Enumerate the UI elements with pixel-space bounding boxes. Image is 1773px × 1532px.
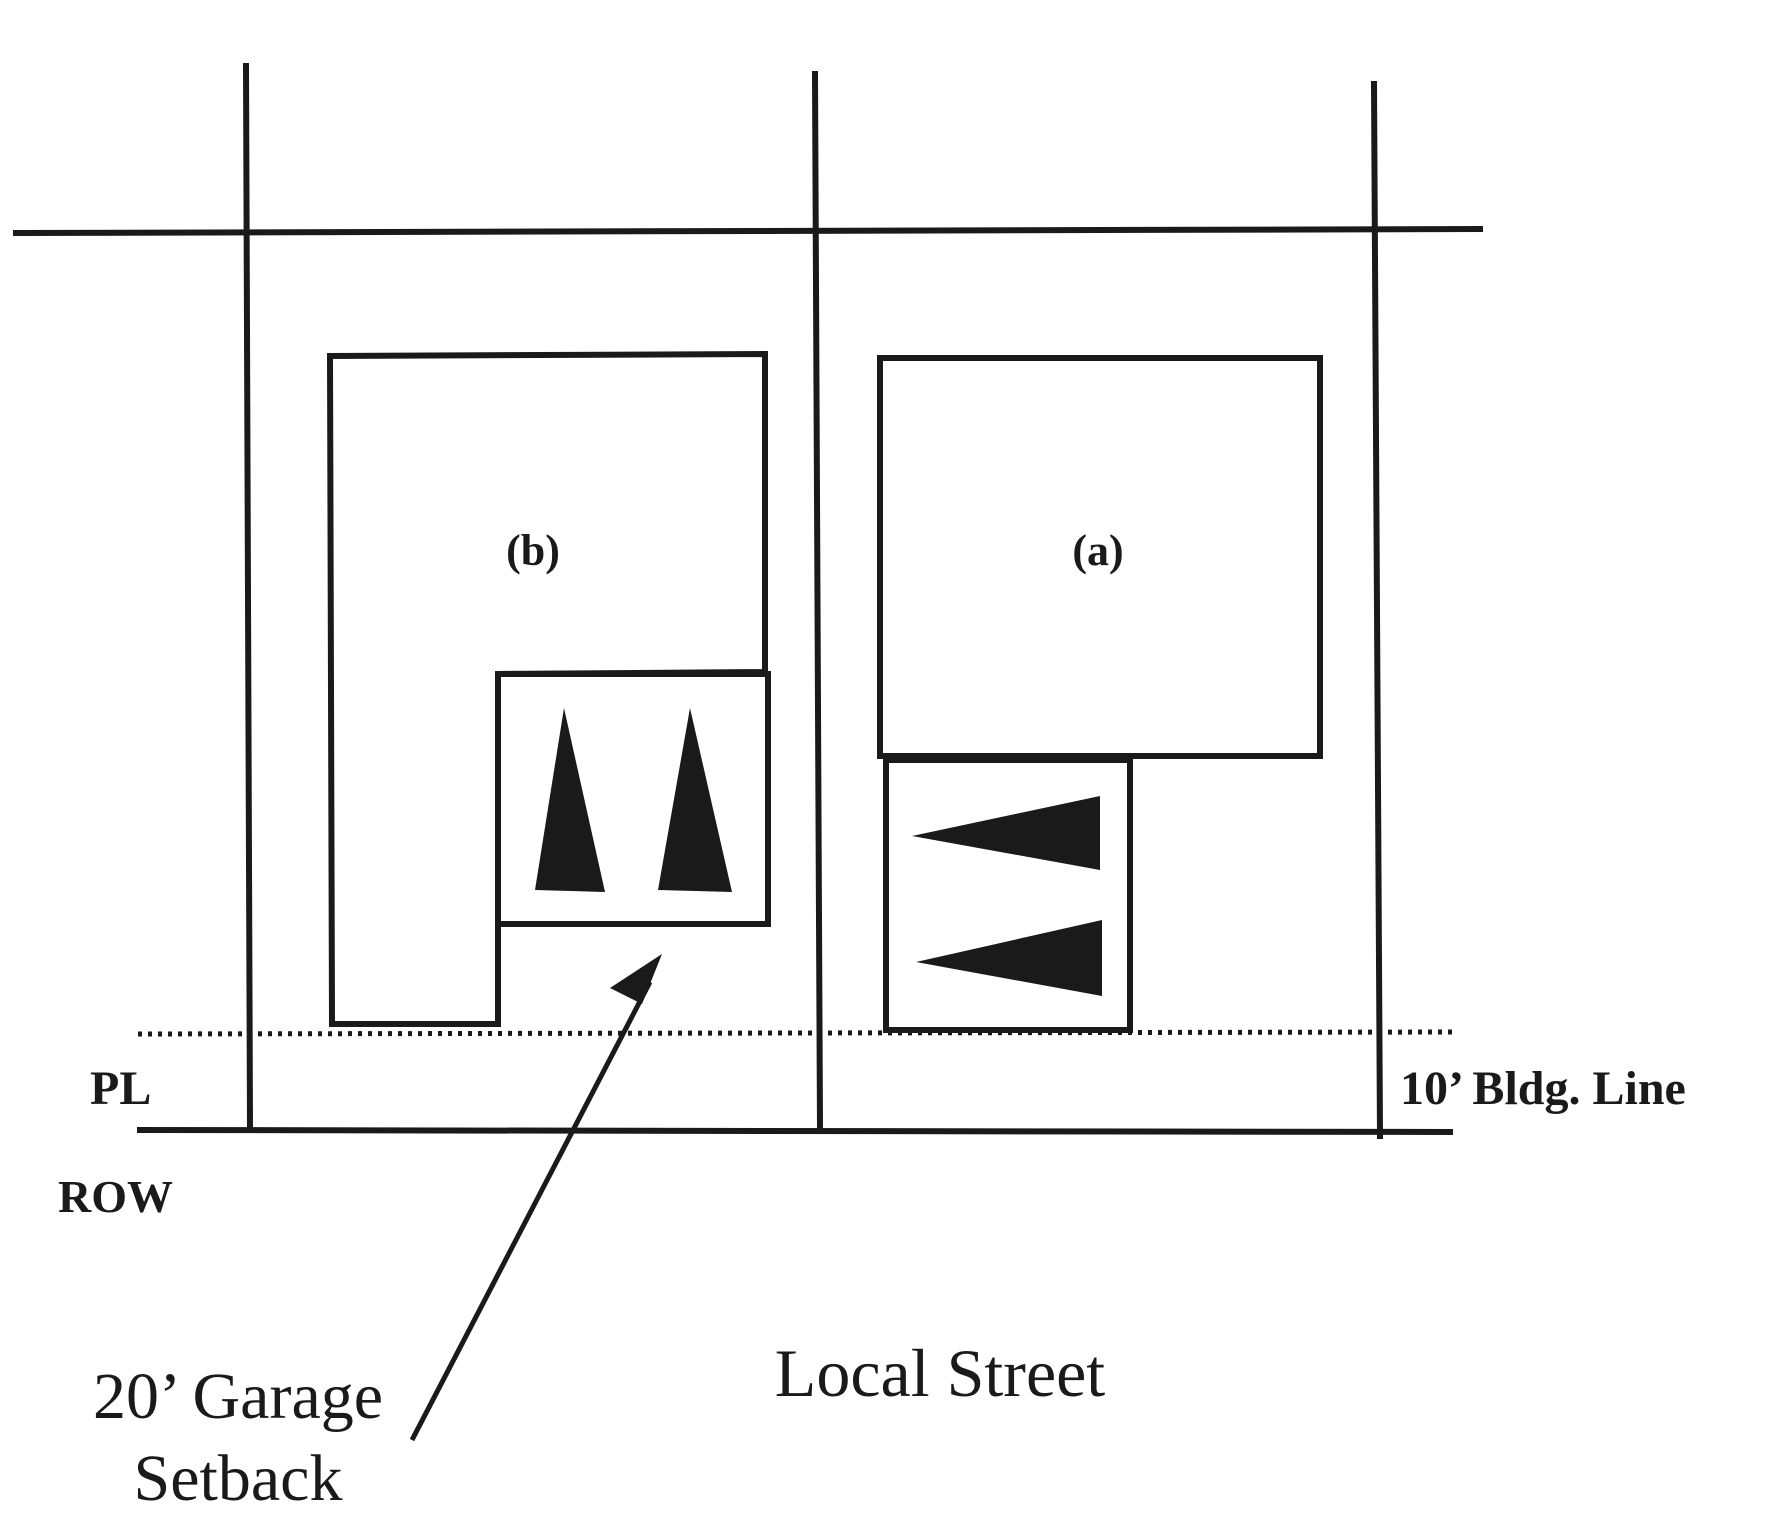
car-a-top-icon <box>912 796 1100 870</box>
lot-line-middle <box>811 70 824 1134</box>
lot-b-label: (b) <box>506 526 560 575</box>
garage-setback-label-line1: 20’ Garage <box>93 1360 383 1433</box>
building-line-label: 10’ Bldg. Line <box>1400 1062 1686 1115</box>
house-a <box>877 355 1323 759</box>
car-b-right-icon <box>658 708 732 892</box>
row-label: ROW <box>58 1171 173 1222</box>
street-label: Local Street <box>775 1335 1106 1411</box>
car-b-left-icon <box>535 708 605 892</box>
property-line-label: PL <box>90 1062 151 1115</box>
garage-setback-arrow <box>409 980 653 1442</box>
lot-a-label: (a) <box>1072 526 1123 575</box>
lot-line-right <box>1370 80 1384 1140</box>
building-line-dotted <box>137 1029 1453 1037</box>
garage-setback-arrowhead-icon <box>610 954 662 1004</box>
rear-lot-line <box>12 225 1484 237</box>
garage-setback-label-line2: Setback <box>134 1442 343 1515</box>
property-line <box>136 1126 1454 1136</box>
car-a-bottom-icon <box>916 920 1102 996</box>
lot-line-left <box>242 62 254 1132</box>
